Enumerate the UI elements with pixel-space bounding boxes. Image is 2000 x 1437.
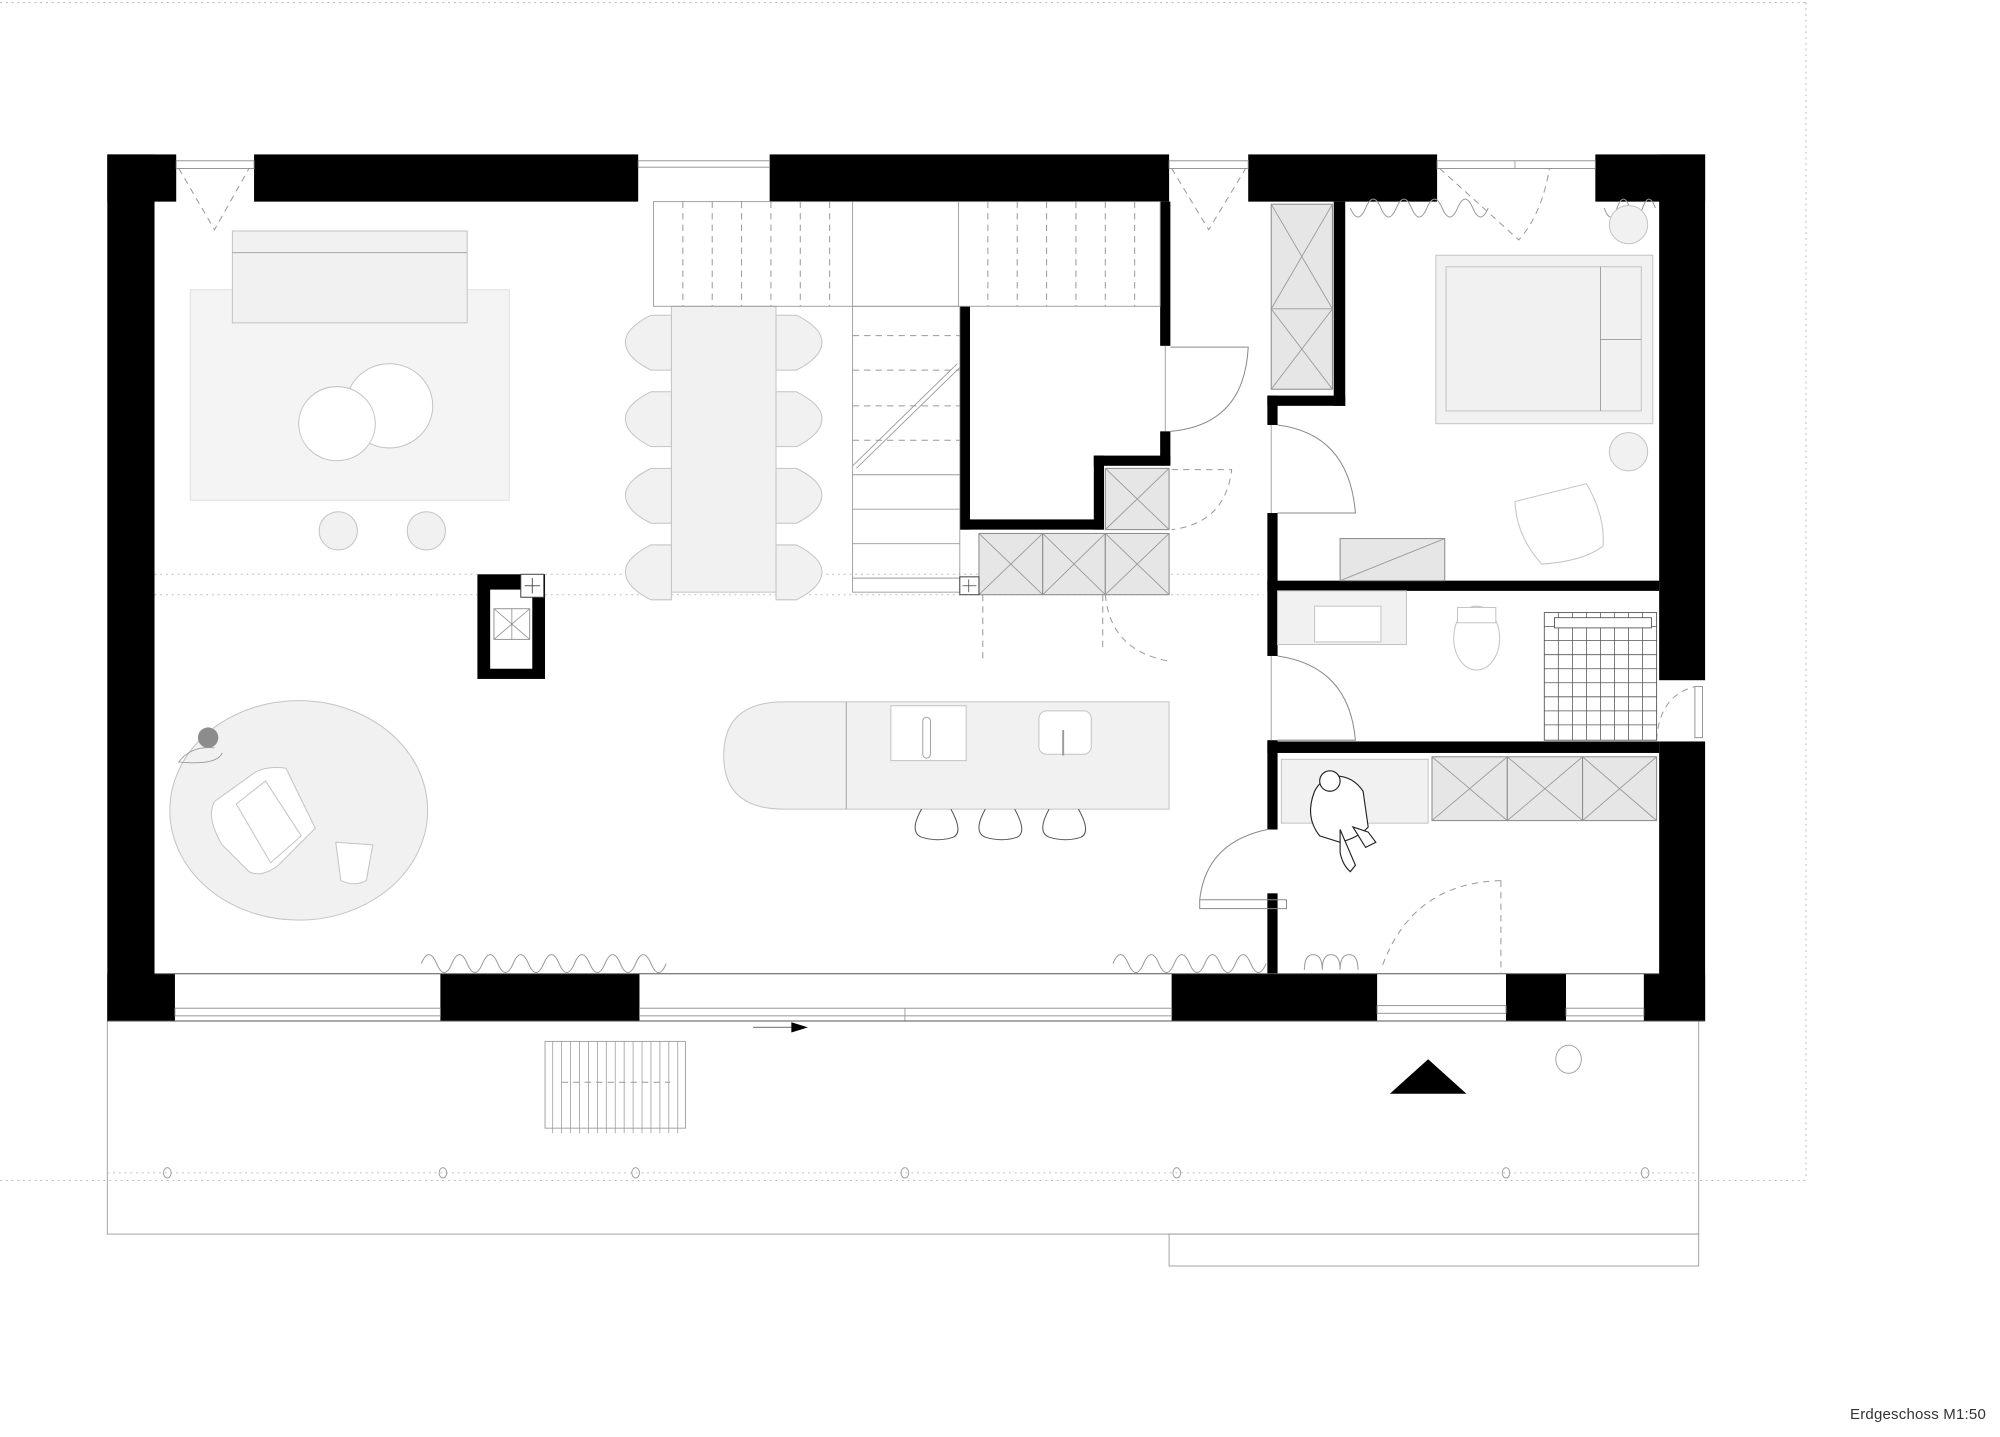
bar-stools bbox=[914, 808, 1087, 841]
sofa bbox=[231, 230, 468, 324]
dining-chairs bbox=[624, 314, 823, 601]
north-arrow-icon bbox=[1389, 1059, 1467, 1094]
bed-mattress bbox=[1445, 266, 1642, 412]
side-table bbox=[335, 841, 374, 885]
terrace-lounger bbox=[544, 1040, 686, 1134]
drawing-title: Erdgeschoss M1:50 bbox=[1850, 1406, 1986, 1423]
coffee-table-small bbox=[298, 386, 376, 462]
terrace bbox=[106, 1020, 1700, 1267]
nightstand-bottom bbox=[1608, 432, 1649, 472]
terrace-round-planter bbox=[1555, 1044, 1582, 1074]
terrace-post-markers bbox=[163, 1167, 1650, 1179]
entry bbox=[1280, 756, 1658, 873]
exterior-walls bbox=[107, 154, 1706, 1021]
cooktop bbox=[890, 705, 967, 762]
window-swing-lines bbox=[178, 168, 1696, 741]
floor-lamp-icon bbox=[197, 727, 219, 748]
sliding-direction-arrow-icon bbox=[753, 1022, 808, 1033]
nightstand-top bbox=[1608, 204, 1649, 245]
dining-area bbox=[624, 305, 823, 601]
interior-walls bbox=[477, 201, 1660, 974]
seated-person-figure bbox=[1309, 770, 1377, 873]
roof-outline bbox=[0, 2, 1807, 1181]
staircase bbox=[653, 201, 1161, 593]
kitchen-island bbox=[723, 701, 1170, 841]
stool-1 bbox=[318, 511, 358, 551]
windows bbox=[107, 160, 1706, 1022]
hall-cabinets bbox=[959, 467, 1233, 662]
bathroom bbox=[1277, 590, 1658, 741]
bedroom bbox=[1270, 203, 1654, 582]
doors bbox=[1164, 345, 1502, 974]
shower-tiles bbox=[1543, 612, 1658, 741]
bedroom-armchair bbox=[1514, 483, 1604, 565]
living-area bbox=[154, 230, 1264, 596]
dining-table bbox=[670, 305, 777, 593]
wardrobe bbox=[1270, 203, 1333, 390]
lounge-area bbox=[169, 700, 429, 921]
sink bbox=[1038, 710, 1092, 755]
stool-2 bbox=[406, 511, 447, 551]
